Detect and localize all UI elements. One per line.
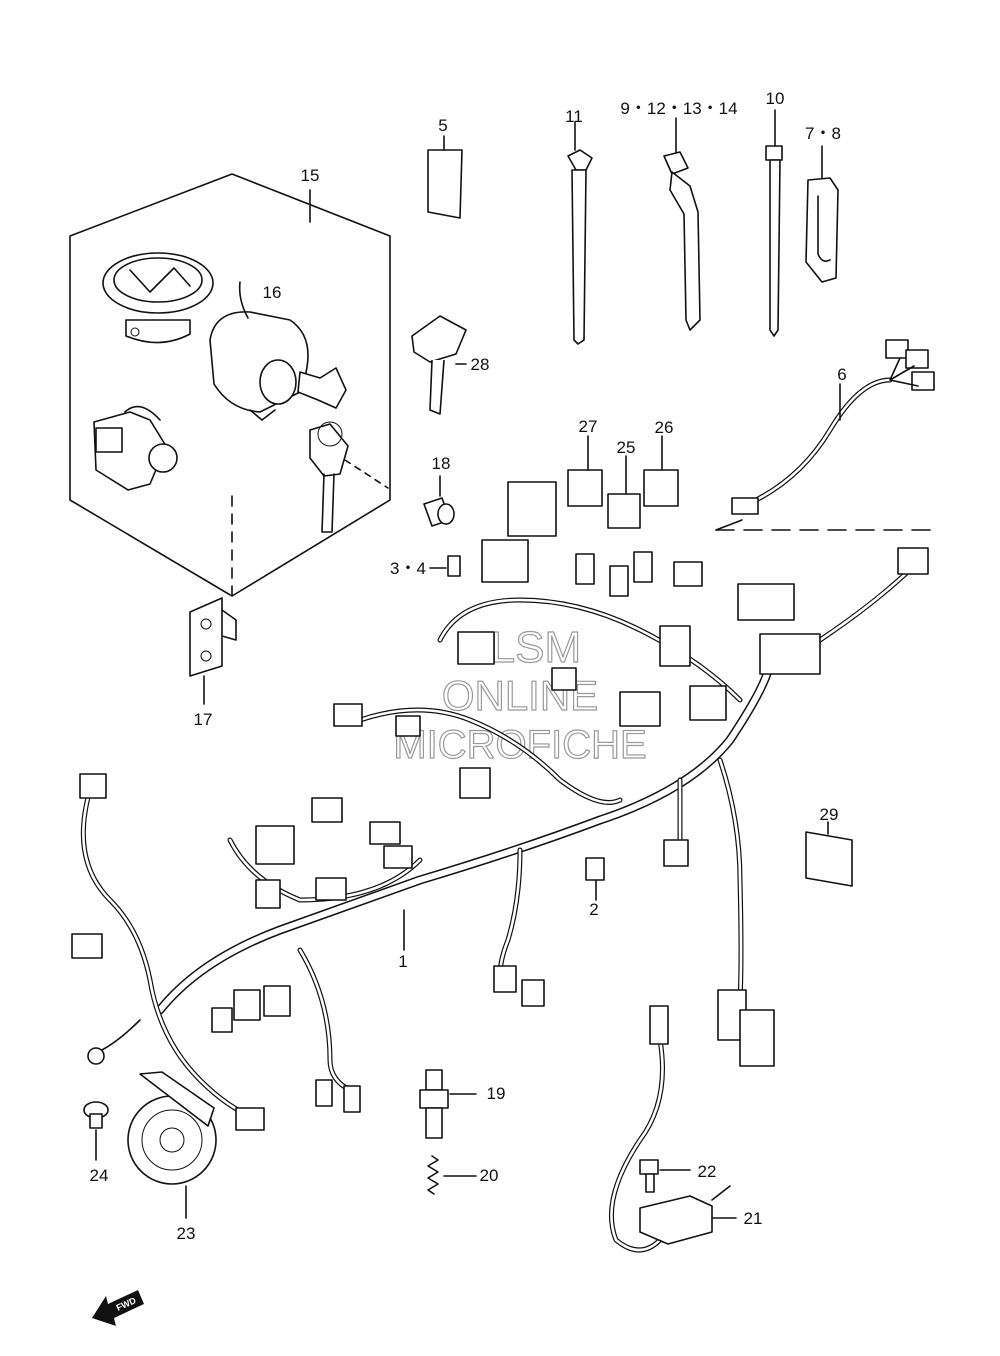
fwd-arrow: FWD xyxy=(92,1290,144,1326)
sub-harness-6 xyxy=(715,339,941,531)
bolt-24 xyxy=(83,1101,109,1161)
callout-20: 20 xyxy=(480,1166,499,1185)
sensor-21 xyxy=(608,1005,737,1253)
callout-5: 5 xyxy=(438,116,447,135)
callout-1: 1 xyxy=(398,952,407,971)
label-5 xyxy=(427,135,463,219)
callout-27: 27 xyxy=(579,417,598,436)
clamp-11 xyxy=(567,121,593,345)
bolt-22 xyxy=(639,1159,691,1193)
callout-9-12-13-14: 9・12・13・14 xyxy=(620,99,737,118)
switch-19 xyxy=(419,1069,477,1139)
callout-23: 23 xyxy=(177,1224,196,1243)
cable-tie-10 xyxy=(765,109,783,337)
callout-17: 17 xyxy=(194,710,213,729)
callout-11: 11 xyxy=(565,107,583,126)
connectors-25-27 xyxy=(567,435,679,529)
callout-2: 2 xyxy=(589,900,598,919)
ignition-switch-kit xyxy=(69,173,391,597)
main-harness-1 xyxy=(71,481,929,1131)
callout-16: 16 xyxy=(263,283,282,302)
callout-labels: 1 2 3・4 5 6 7・8 9・12・13・14 10 11 15 16 1… xyxy=(90,89,847,1243)
callout-15: 15 xyxy=(301,166,320,185)
callout-28: 28 xyxy=(471,355,490,374)
clamp-7 xyxy=(805,145,839,283)
callout-7-8: 7・8 xyxy=(805,124,841,143)
callout-25: 25 xyxy=(617,438,636,457)
bracket-17 xyxy=(189,597,237,705)
fuse-3 xyxy=(429,555,461,577)
callout-10: 10 xyxy=(766,89,785,108)
screw-18 xyxy=(423,475,455,527)
label-29 xyxy=(805,821,853,887)
callout-19: 19 xyxy=(487,1084,506,1103)
spring-20 xyxy=(427,1155,477,1195)
callout-22: 22 xyxy=(698,1162,717,1181)
callout-29: 29 xyxy=(820,805,839,824)
cable-tie-9 xyxy=(663,117,701,331)
callout-26: 26 xyxy=(655,418,674,437)
callout-21: 21 xyxy=(744,1209,763,1228)
key-28 xyxy=(411,315,467,415)
callout-24: 24 xyxy=(90,1166,109,1185)
callout-18: 18 xyxy=(432,454,451,473)
callout-3-4: 3・4 xyxy=(390,559,426,578)
horn-23 xyxy=(127,1071,217,1219)
callout-6: 6 xyxy=(837,365,846,384)
